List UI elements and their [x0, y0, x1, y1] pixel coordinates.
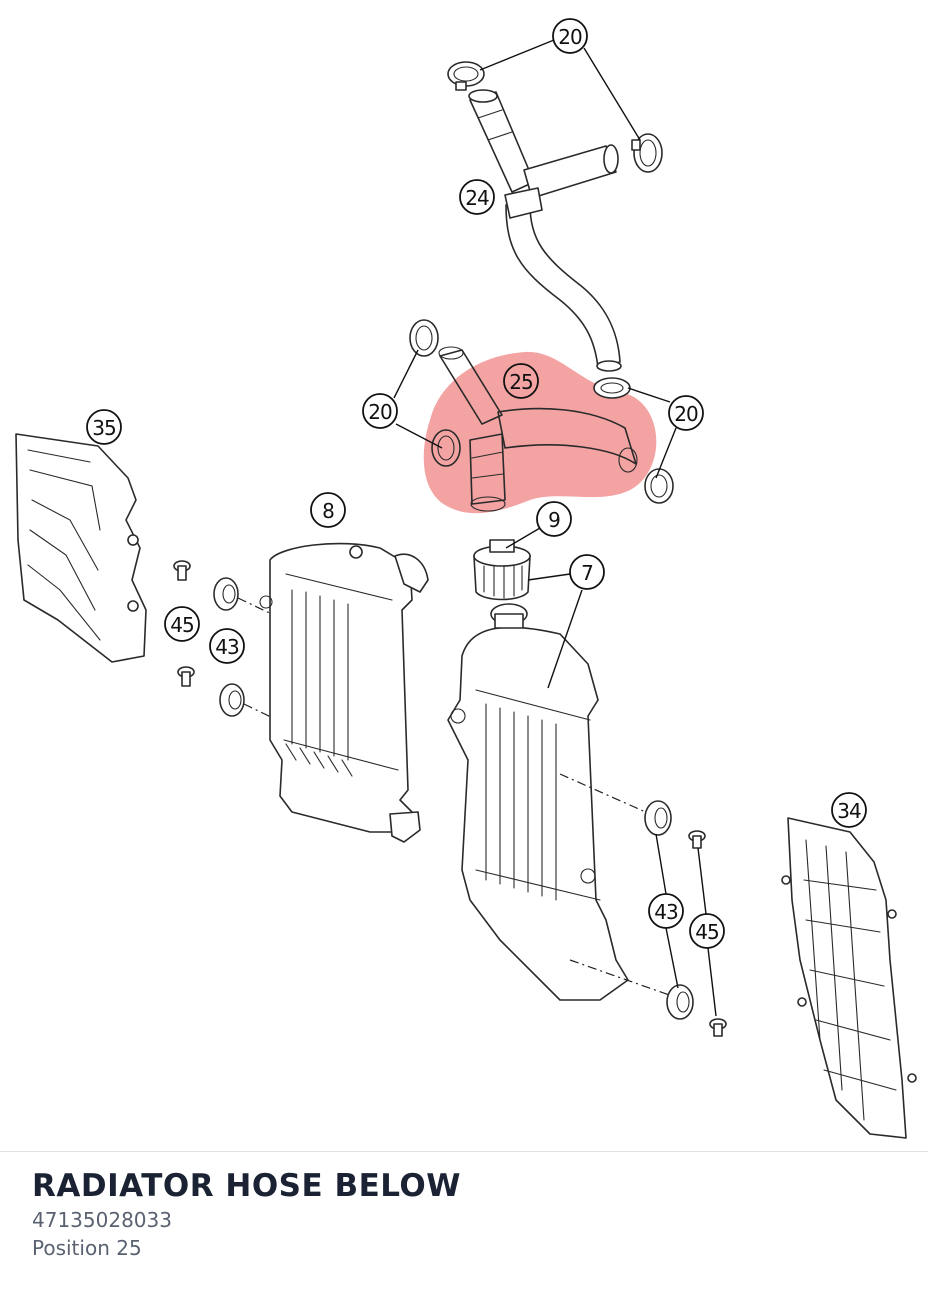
hose-clamp-mid-lower-right[interactable]	[644, 468, 674, 504]
callout-9: 9	[536, 501, 572, 537]
svg-text:8: 8	[322, 499, 334, 523]
radiator-cap-9[interactable]	[473, 539, 531, 601]
callout-24: 24	[459, 179, 495, 215]
svg-text:20: 20	[558, 25, 582, 49]
svg-text:24: 24	[465, 186, 489, 210]
svg-text:25: 25	[509, 370, 532, 394]
exploded-parts-diagram: 20 24 20 25 20 35 8 9 7 45 43 34	[15, 18, 917, 1139]
grommet-43-right-upper[interactable]	[644, 800, 672, 836]
svg-text:45: 45	[170, 613, 193, 637]
part-title: RADIATOR HOSE BELOW	[32, 1168, 461, 1204]
svg-text:7: 7	[581, 561, 593, 585]
callout-43-left: 43	[209, 628, 245, 664]
svg-text:35: 35	[92, 416, 115, 440]
screw-45-left-upper[interactable]	[173, 560, 191, 581]
grommet-43-right-lower[interactable]	[666, 984, 694, 1020]
radiator-shroud-right-34[interactable]	[781, 817, 917, 1139]
radiator-hose-below-25[interactable]	[438, 346, 638, 512]
callout-43-right: 43	[648, 893, 684, 929]
hose-clamp-mid-upper-left[interactable]	[409, 319, 439, 357]
radiator-right-7[interactable]	[447, 603, 629, 1001]
svg-text:20: 20	[368, 400, 392, 424]
radiator-left-8[interactable]	[259, 542, 429, 843]
hose-clamp-mid-upper-right[interactable]	[593, 377, 631, 399]
upper-hose-24[interactable]	[468, 89, 622, 372]
part-number: 47135028033	[32, 1208, 172, 1232]
callout-45-right: 45	[689, 913, 725, 949]
svg-text:9: 9	[548, 508, 560, 532]
callout-20-top: 20	[552, 18, 588, 54]
svg-text:43: 43	[654, 900, 678, 924]
callout-25: 25	[503, 363, 539, 399]
screw-45-right-lower[interactable]	[709, 1018, 727, 1037]
part-position: Position 25	[32, 1236, 142, 1260]
highlight-region-25[interactable]	[423, 351, 657, 514]
callout-45-left: 45	[164, 606, 200, 642]
part-info-panel: RADIATOR HOSE BELOW 47135028033 Position…	[32, 1166, 892, 1262]
svg-text:43: 43	[215, 635, 239, 659]
hose-clamp-mid-lower-left[interactable]	[431, 429, 461, 467]
callout-20-left: 20	[362, 393, 398, 429]
hose-clamp-top-right[interactable]	[631, 133, 663, 173]
divider	[0, 1151, 928, 1152]
svg-text:34: 34	[837, 799, 861, 823]
leader-lines	[393, 39, 717, 1017]
grommet-43-left-upper[interactable]	[213, 577, 239, 611]
callout-35: 35	[86, 409, 122, 445]
svg-text:20: 20	[674, 402, 698, 426]
screw-45-right-upper[interactable]	[688, 830, 706, 849]
svg-text:45: 45	[695, 920, 718, 944]
callout-8: 8	[310, 492, 346, 528]
screw-45-left-lower[interactable]	[177, 666, 195, 687]
callout-20-right: 20	[668, 395, 704, 431]
callout-7: 7	[569, 554, 605, 590]
callout-34: 34	[831, 792, 867, 828]
grommet-43-left-lower[interactable]	[219, 683, 245, 717]
radiator-shroud-left-35[interactable]	[15, 433, 147, 663]
hose-clamp-top-left[interactable]	[447, 61, 485, 91]
